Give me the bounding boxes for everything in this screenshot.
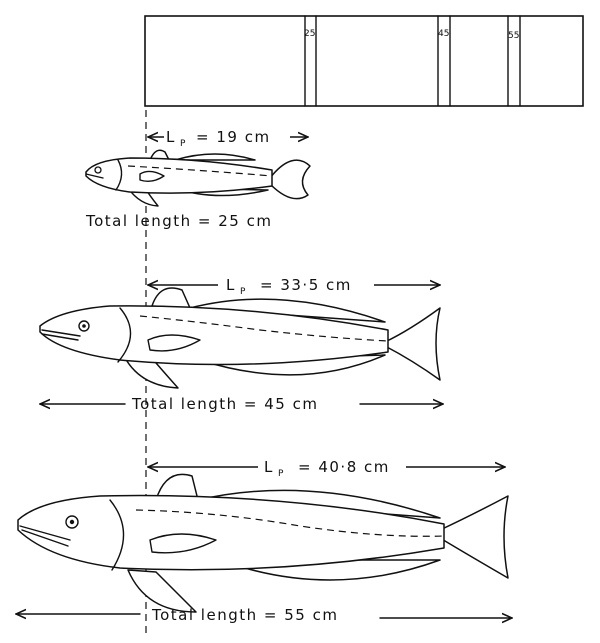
lp-symbol-large: L: [264, 458, 274, 476]
fish-large: L P = 40·8 cm Total length = 55 cm: [16, 454, 512, 624]
lp-symbol-medium: L: [226, 276, 236, 294]
total-length-small: Total length = 25 cm: [85, 212, 272, 230]
gauge-label-45: 45: [438, 29, 449, 39]
total-length-large: Total length = 55 cm: [151, 606, 338, 624]
gauge-slot-55: 55: [507, 15, 521, 107]
lp-subscript-large: P: [278, 469, 284, 479]
measuring-gauge: 25 45 55: [144, 15, 584, 107]
lp-subscript-medium: P: [240, 287, 246, 297]
lp-symbol-small: L: [166, 128, 176, 146]
lp-value-small: = 19 cm: [196, 128, 271, 146]
total-length-medium: Total length = 45 cm: [131, 395, 318, 413]
gauge-slot-25: 25: [304, 15, 317, 107]
lp-value-medium: = 33·5 cm: [260, 276, 352, 294]
gauge-label-55: 55: [508, 31, 519, 41]
fish-small: L P = 19 cm Total length = 25 cm: [85, 125, 311, 230]
gauge-frame: [144, 15, 584, 107]
gauge-label-25: 25: [304, 29, 315, 39]
fish-medium: L P = 33·5 cm Total length = 45 cm: [40, 272, 443, 413]
lp-subscript-small: P: [180, 139, 186, 149]
lp-value-large: = 40·8 cm: [298, 458, 390, 476]
gauge-slot-45: 45: [437, 15, 451, 107]
